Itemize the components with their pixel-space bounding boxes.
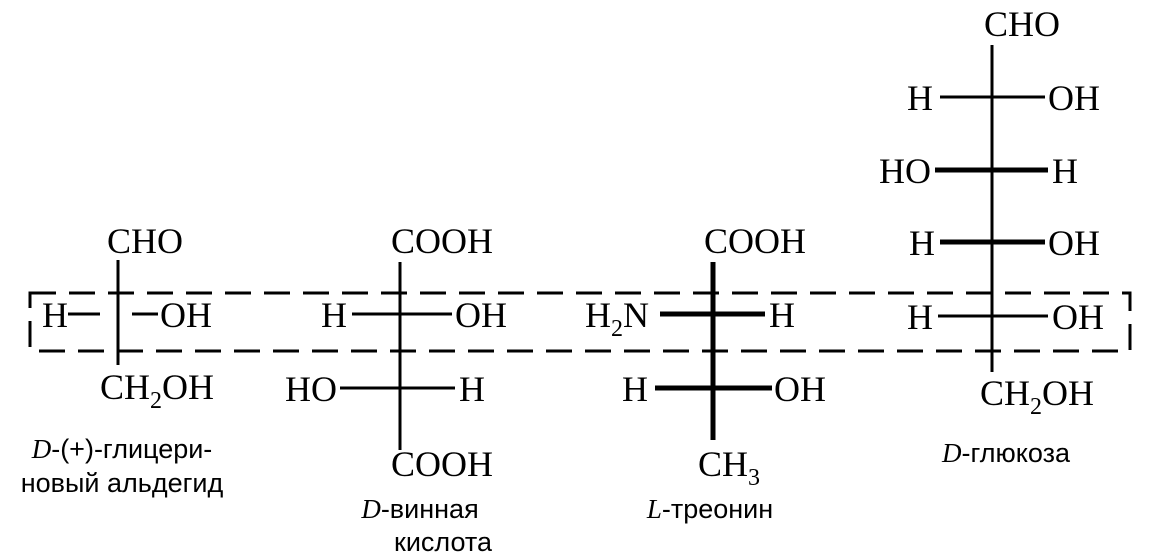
- threonine-row1-right: H: [769, 295, 795, 335]
- tartaric-row2-left: HO: [285, 369, 337, 409]
- tartaric-bottom-group: COOH: [391, 444, 493, 484]
- glyceraldehyde-row1-left: H: [42, 295, 68, 335]
- tartaric-row1-right: OH: [455, 295, 507, 335]
- glucose-structure: CHO H OH HO H H OH H OH CH2OH D-глюкоза: [879, 4, 1104, 468]
- tartaric-row1-left: H: [321, 295, 347, 335]
- glucose-row1-right: OH: [1048, 78, 1100, 118]
- tartaric-caption-line1: D-винная: [360, 494, 478, 524]
- glucose-row1-left: H: [907, 78, 933, 118]
- glucose-row3-left: H: [909, 223, 935, 263]
- glucose-row3-right: OH: [1048, 223, 1100, 263]
- tartaric-row2-right: H: [459, 369, 485, 409]
- glucose-row4-left: H: [907, 297, 933, 337]
- glyceraldehyde-row1-right: OH: [160, 295, 212, 335]
- configuration-highlight-box: [28, 291, 1132, 353]
- tartaric-caption-line2: кислота: [394, 527, 493, 557]
- glucose-top-group: CHO: [984, 4, 1060, 44]
- tartaric-top-group: COOH: [391, 221, 493, 261]
- threonine-row2-right: OH: [774, 369, 826, 409]
- glucose-row2-right: H: [1052, 151, 1078, 191]
- glucose-row2-left: HO: [879, 151, 931, 191]
- glyceraldehyde-caption-line2: новый альдегид: [21, 468, 224, 498]
- threonine-bottom-group: CH3: [698, 444, 760, 491]
- glucose-caption: D-глюкоза: [941, 438, 1071, 468]
- threonine-row2-left: H: [622, 369, 648, 409]
- glyceraldehyde-top-group: CHO: [107, 221, 183, 261]
- threonine-top-group: COOH: [704, 221, 806, 261]
- threonine-row1-left: H2N: [585, 295, 649, 342]
- glucose-bottom-group: CH2OH: [980, 373, 1094, 420]
- glyceraldehyde-caption-line1: D-(+)-глицери-: [31, 434, 213, 464]
- glyceraldehyde-structure: CHO H OH CH2OH D-(+)-глицери- новый альд…: [21, 221, 224, 498]
- glucose-row4-right: OH: [1052, 297, 1104, 337]
- threonine-structure: COOH H2N H H OH CH3 L-треонин: [585, 221, 826, 524]
- glyceraldehyde-bottom-group: CH2OH: [100, 367, 214, 414]
- tartaric-acid-structure: COOH H OH HO H COOH D-винная кислота: [285, 221, 507, 557]
- threonine-caption: L-треонин: [646, 494, 773, 524]
